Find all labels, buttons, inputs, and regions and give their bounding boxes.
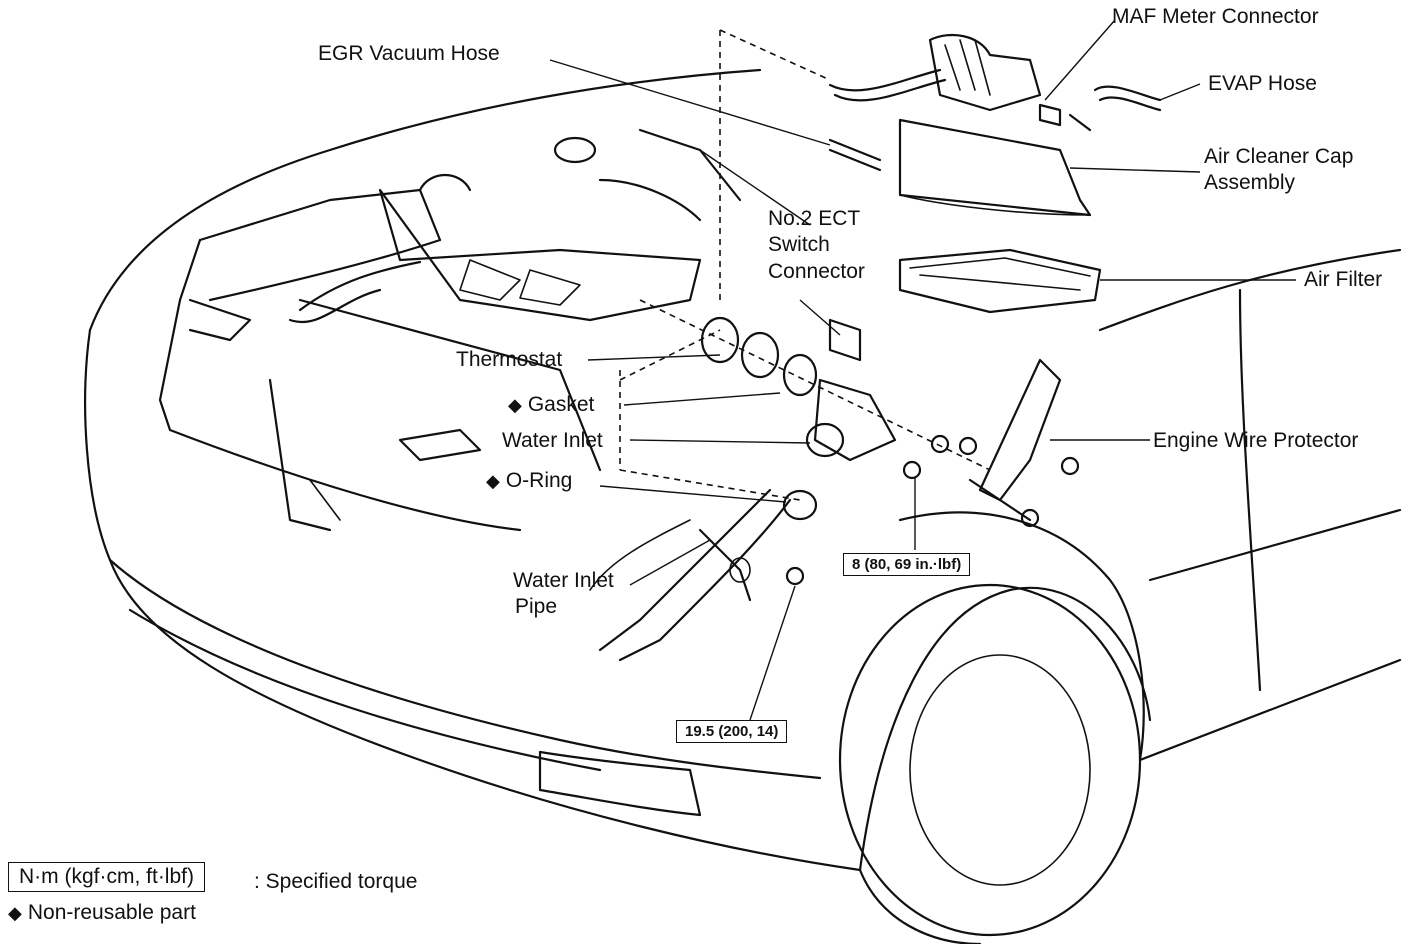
air-filter-label: Air Filter <box>1304 268 1383 291</box>
ect-line3: Connector <box>768 259 865 283</box>
diamond-icon: ◆ <box>486 471 500 491</box>
diamond-icon: ◆ <box>8 903 22 923</box>
o-ring-text: O-Ring <box>505 469 573 492</box>
water-inlet-pipe-line2: Pipe <box>515 595 558 619</box>
water-inlet-label: Water Inlet <box>502 429 603 452</box>
legend-nonreusable-text: Non-reusable part <box>27 901 196 924</box>
air-cleaner-cap-line1: Air Cleaner Cap <box>1204 145 1354 168</box>
maf-meter-connector-label: MAF Meter Connector <box>1112 5 1319 28</box>
bolt-torque-box: 19.5 (200, 14) <box>676 720 788 743</box>
nut-torque-box: 8 (80, 69 in.·lbf) <box>843 553 971 576</box>
air-cleaner-cap-line2: Assembly <box>1204 171 1296 195</box>
ect-line2: Switch <box>768 233 830 257</box>
water-inlet-pipe-label: Water Inlet Pipe <box>513 568 614 621</box>
air-cleaner-cap-label: Air Cleaner Cap Assembly <box>1204 144 1353 197</box>
legend-torque-text: : Specified torque <box>254 870 418 893</box>
thermostat-label: Thermostat <box>456 348 563 371</box>
ect-line1: No.2 ECT <box>768 207 861 230</box>
water-inlet-pipe-line1: Water Inlet <box>513 569 614 592</box>
legend-torque-box: N·m (kgf·cm, ft·lbf) <box>8 862 205 892</box>
gasket-text: Gasket <box>527 393 595 416</box>
o-ring-label: ◆O-Ring <box>486 468 572 494</box>
ect-switch-connector-label: No.2 ECT Switch Connector <box>768 206 865 285</box>
gasket-label: ◆Gasket <box>508 392 594 418</box>
diamond-icon: ◆ <box>508 395 522 415</box>
egr-vacuum-hose-label: EGR Vacuum Hose <box>318 42 500 65</box>
legend-nonreusable: ◆Non-reusable part <box>8 900 196 926</box>
evap-hose-label: EVAP Hose <box>1208 72 1317 95</box>
engine-wire-protector-label: Engine Wire Protector <box>1153 429 1359 452</box>
